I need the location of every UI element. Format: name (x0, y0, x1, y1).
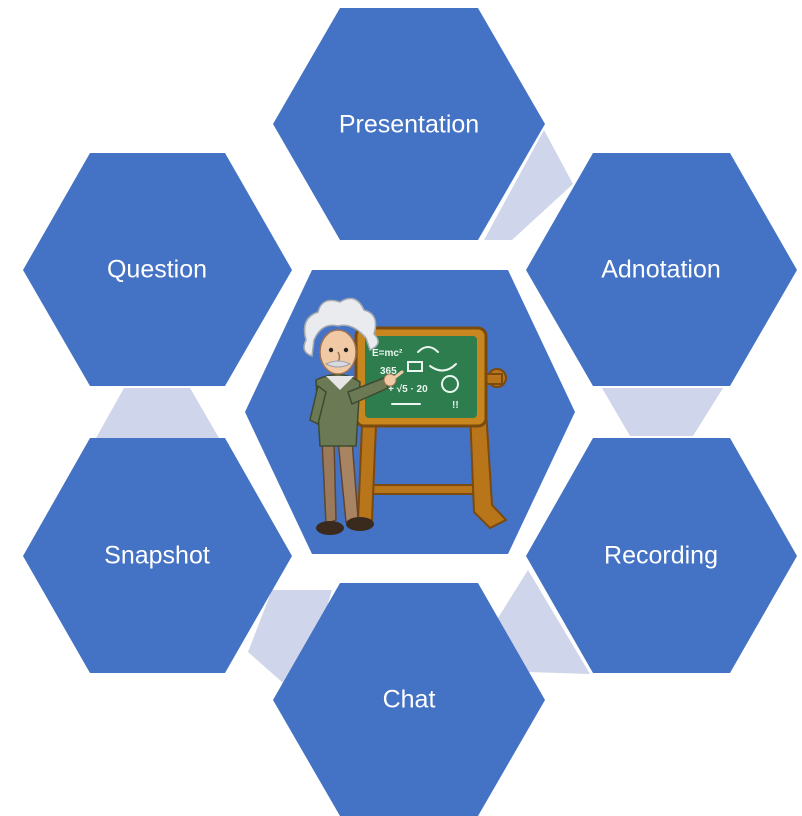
connectors (96, 130, 723, 698)
teacher-figure-icon (303, 297, 404, 535)
hexagons (23, 8, 797, 816)
hexagon-recording[interactable] (526, 438, 797, 673)
chalk-exclaim: !! (452, 400, 459, 411)
hexagon-presentation[interactable] (273, 8, 545, 240)
label-chat: Chat (383, 686, 436, 714)
chalkboard-icon: E=mc² 365 + √5 · 20 !! (354, 326, 488, 428)
connector-chat-snapshot (248, 590, 332, 698)
connector-presentation-adnotation (484, 130, 573, 240)
label-question: Question (107, 256, 207, 284)
label-snapshot: Snapshot (104, 542, 210, 570)
chalk-number: 365 (380, 366, 397, 377)
labels: Presentation Adnotation Recording Chat S… (104, 111, 721, 714)
label-recording: Recording (604, 542, 718, 570)
hexagon-question[interactable] (23, 153, 292, 386)
hexagon-chat[interactable] (273, 583, 545, 816)
easel-icon (356, 368, 508, 530)
hexagon-snapshot[interactable] (23, 438, 292, 673)
connector-snapshot-question (96, 388, 219, 438)
chalk-formula: E=mc² (372, 348, 403, 359)
connector-recording-chat (498, 570, 590, 674)
hexagon-adnotation[interactable] (526, 153, 797, 386)
label-presentation: Presentation (339, 111, 479, 139)
chalk-equation: + √5 · 20 (388, 384, 428, 395)
teacher-at-chalkboard-icon: E=mc² 365 + √5 · 20 !! (303, 297, 508, 535)
connector-adnotation-recording (602, 388, 723, 436)
label-adnotation: Adnotation (601, 256, 721, 284)
